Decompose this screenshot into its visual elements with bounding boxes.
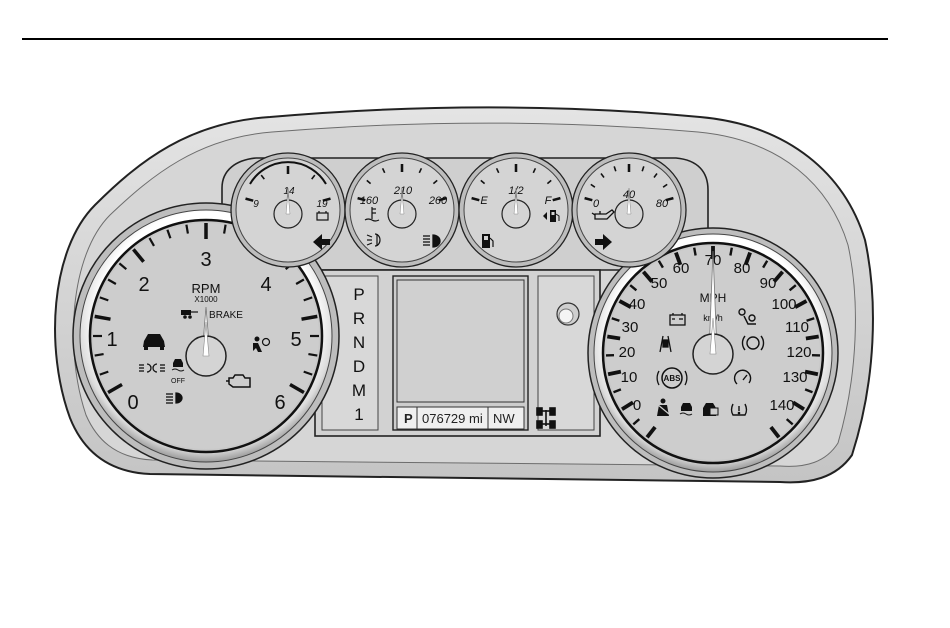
prndm-d: D [353, 357, 365, 376]
gauge-tick [730, 248, 731, 256]
speed-label-10: 10 [621, 369, 638, 386]
speed-label-90: 90 [760, 275, 777, 292]
volt-label-9: 9 [253, 199, 259, 210]
speed-label-120: 120 [786, 344, 811, 361]
driver-info-screen [397, 280, 524, 402]
speed-label-0: 0 [633, 397, 641, 414]
tach-label-4: 4 [260, 274, 271, 296]
volt-label-14: 14 [283, 186, 295, 197]
tach-label-5: 5 [290, 329, 301, 351]
oil-label-0: 0 [593, 198, 600, 210]
tach-unit-sub: X1000 [194, 295, 218, 304]
right-mini-panel [538, 276, 594, 430]
gauge-tick [308, 354, 317, 356]
tach-label-0: 0 [127, 392, 138, 414]
speed-label-110: 110 [785, 319, 809, 336]
trip-reset-knob-icon[interactable] [557, 303, 579, 325]
gauge-tick [95, 354, 104, 356]
temperature-gauge: 160 210 260 [345, 153, 459, 267]
compass-heading: NW [493, 411, 515, 426]
tach-label-1: 1 [106, 329, 117, 351]
fuel-label-e: E [480, 195, 488, 207]
odometer-unit: mi [469, 411, 483, 426]
prndm-p: P [353, 285, 364, 304]
gauge-tick [224, 225, 226, 234]
oil-pressure-gauge: 0 40 80 [572, 153, 686, 267]
traction-off-label: OFF [171, 378, 185, 385]
tach-label-3: 3 [200, 249, 211, 271]
gauge-tick [694, 248, 695, 256]
prndm-m: M [352, 381, 366, 400]
trailer-brake-label: BRAKE [209, 310, 243, 321]
tach-label-6: 6 [274, 392, 285, 414]
tach-unit: RPM [192, 281, 221, 296]
info-gear: P [404, 411, 413, 426]
speed-label-100: 100 [771, 296, 796, 313]
speed-label-60: 60 [673, 260, 690, 277]
speed-label-40: 40 [629, 296, 646, 313]
speed-label-80: 80 [734, 260, 751, 277]
speed-label-30: 30 [622, 319, 639, 336]
speed-label-140: 140 [769, 397, 794, 414]
speed-label-130: 130 [782, 369, 807, 386]
voltmeter-gauge: 9 14 19 [231, 153, 345, 267]
gauge-tick [608, 372, 621, 375]
abs-label: ABS [664, 374, 682, 383]
prndm-r: R [353, 309, 365, 328]
gauge-tick [607, 337, 620, 339]
prndm-n: N [353, 333, 365, 352]
speed-label-20: 20 [619, 344, 636, 361]
oil-label-80: 80 [656, 198, 669, 210]
temp-label-160: 160 [360, 195, 379, 207]
gauge-tick [186, 225, 188, 234]
speed-label-50: 50 [651, 275, 668, 292]
temp-label-260: 260 [428, 195, 448, 207]
gauge-tick [806, 337, 819, 339]
fuel-gauge: E 1/2 F [459, 153, 573, 267]
odometer-value: 076729 [422, 411, 465, 426]
volt-label-19: 19 [316, 199, 328, 210]
temp-label-210: 210 [393, 185, 413, 197]
tach-label-2: 2 [138, 274, 149, 296]
prndm-1: 1 [354, 405, 363, 424]
